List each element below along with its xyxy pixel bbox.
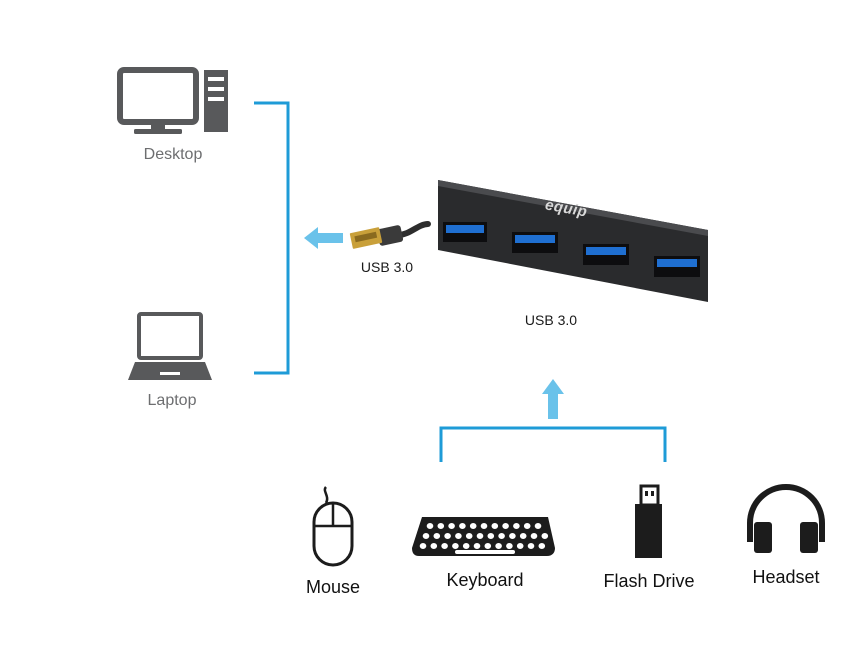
desktop-label: Desktop [143,146,203,163]
hub-usb-label: USB 3.0 [524,312,578,328]
mouse-icon [312,486,354,567]
laptop-icon [128,312,212,380]
flash-drive-icon [635,484,662,558]
usb-port-4 [654,256,700,277]
headset-label: Headset [752,567,820,587]
headset-icon [747,484,825,553]
flash-drive-label: Flash Drive [603,571,695,591]
keyboard-label: Keyboard [446,570,524,590]
device-connector-bracket [439,426,667,462]
usb-port-1 [443,222,487,242]
up-arrow-icon [542,379,564,419]
laptop-label: Laptop [147,392,197,409]
cable-usb-label: USB 3.0 [360,259,414,275]
usb-port-2 [512,232,558,253]
keyboard-icon [412,517,555,556]
usb-hub [438,180,708,302]
usb-plug-icon [349,221,431,249]
usb-port-3 [583,244,629,265]
left-arrow-icon [304,227,343,249]
mouse-label: Mouse [305,577,361,597]
host-connector-bracket [254,101,290,375]
desktop-computer-icon [117,67,228,134]
